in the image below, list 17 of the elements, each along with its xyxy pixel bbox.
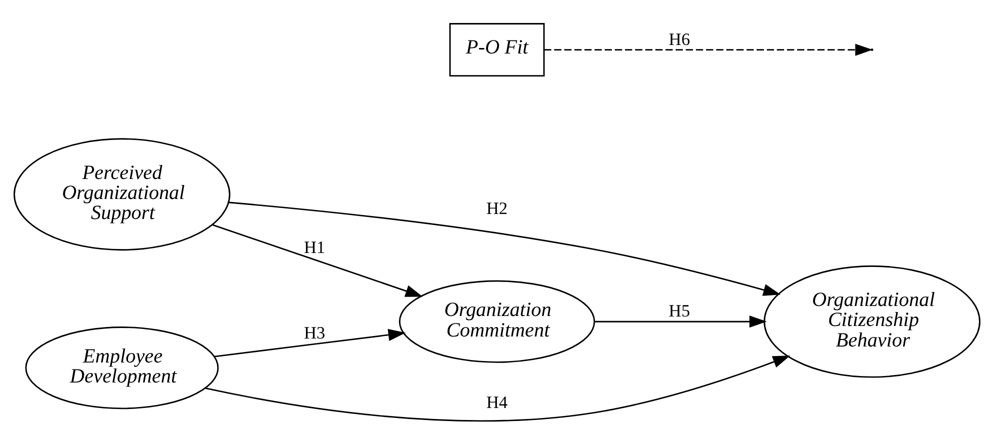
- node-ellipse: Employee Development: [25, 326, 219, 410]
- node-ellipse: Organization Commitment: [398, 280, 596, 363]
- arrow: [205, 356, 790, 422]
- edge-label: H2: [486, 199, 508, 218]
- node-box: P-O Fit: [449, 23, 545, 77]
- edge-label: H4: [486, 392, 508, 412]
- edge-label: H6: [668, 30, 690, 49]
- edge-label: H5: [668, 302, 690, 321]
- arrow: [544, 44, 873, 56]
- arrow: [594, 316, 767, 328]
- edge-label: H3: [304, 323, 326, 342]
- edge-label: H1: [304, 238, 326, 258]
- node-ellipse: Organizational Citizenship Behavior: [764, 265, 980, 378]
- node-ellipse: Perceived Organizational Support: [14, 138, 230, 251]
- arrow: [212, 224, 423, 297]
- arrow: [228, 202, 781, 296]
- arrow: [214, 328, 406, 358]
